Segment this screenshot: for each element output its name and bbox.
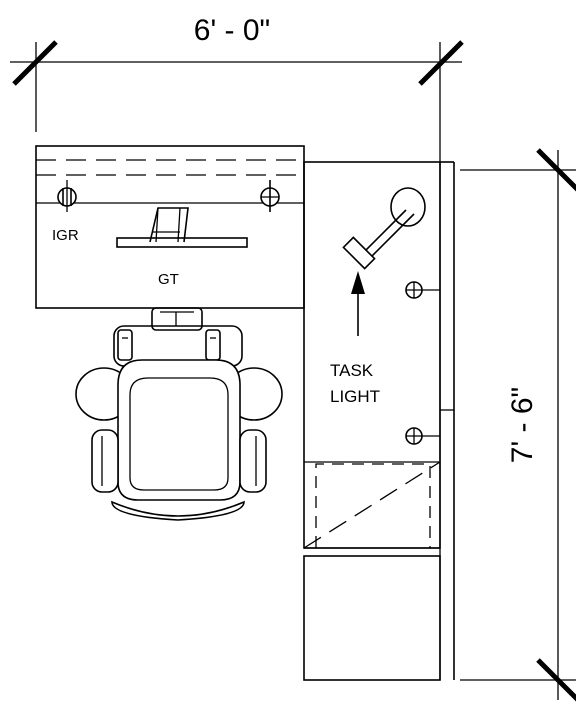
return-desk: [303, 161, 455, 680]
file-cabinet-lower: [303, 547, 441, 681]
grommet-label: IGR: [52, 227, 79, 244]
task-light-arrow: [351, 271, 365, 336]
depth-dimension: 7' - 6": [460, 148, 576, 702]
task-light-icon: [342, 187, 426, 270]
grommet-right: [260, 180, 280, 212]
width-dimension: 6' - 0": [10, 14, 464, 162]
monitor-icon: [116, 207, 248, 248]
task-light-label-line1: TASK: [330, 361, 374, 380]
outlet-icon-lower: [405, 427, 440, 445]
width-dimension-label: 6' - 0": [194, 14, 270, 47]
monitor-label: GT: [158, 271, 179, 288]
file-cabinet-upper: [303, 461, 441, 549]
grommet-left: [57, 180, 77, 212]
task-light-label-line2: LIGHT: [330, 387, 380, 406]
depth-dimension-label: 7' - 6": [506, 387, 539, 463]
office-chair-icon: [75, 307, 283, 521]
outlet-icon-upper: [405, 281, 440, 299]
